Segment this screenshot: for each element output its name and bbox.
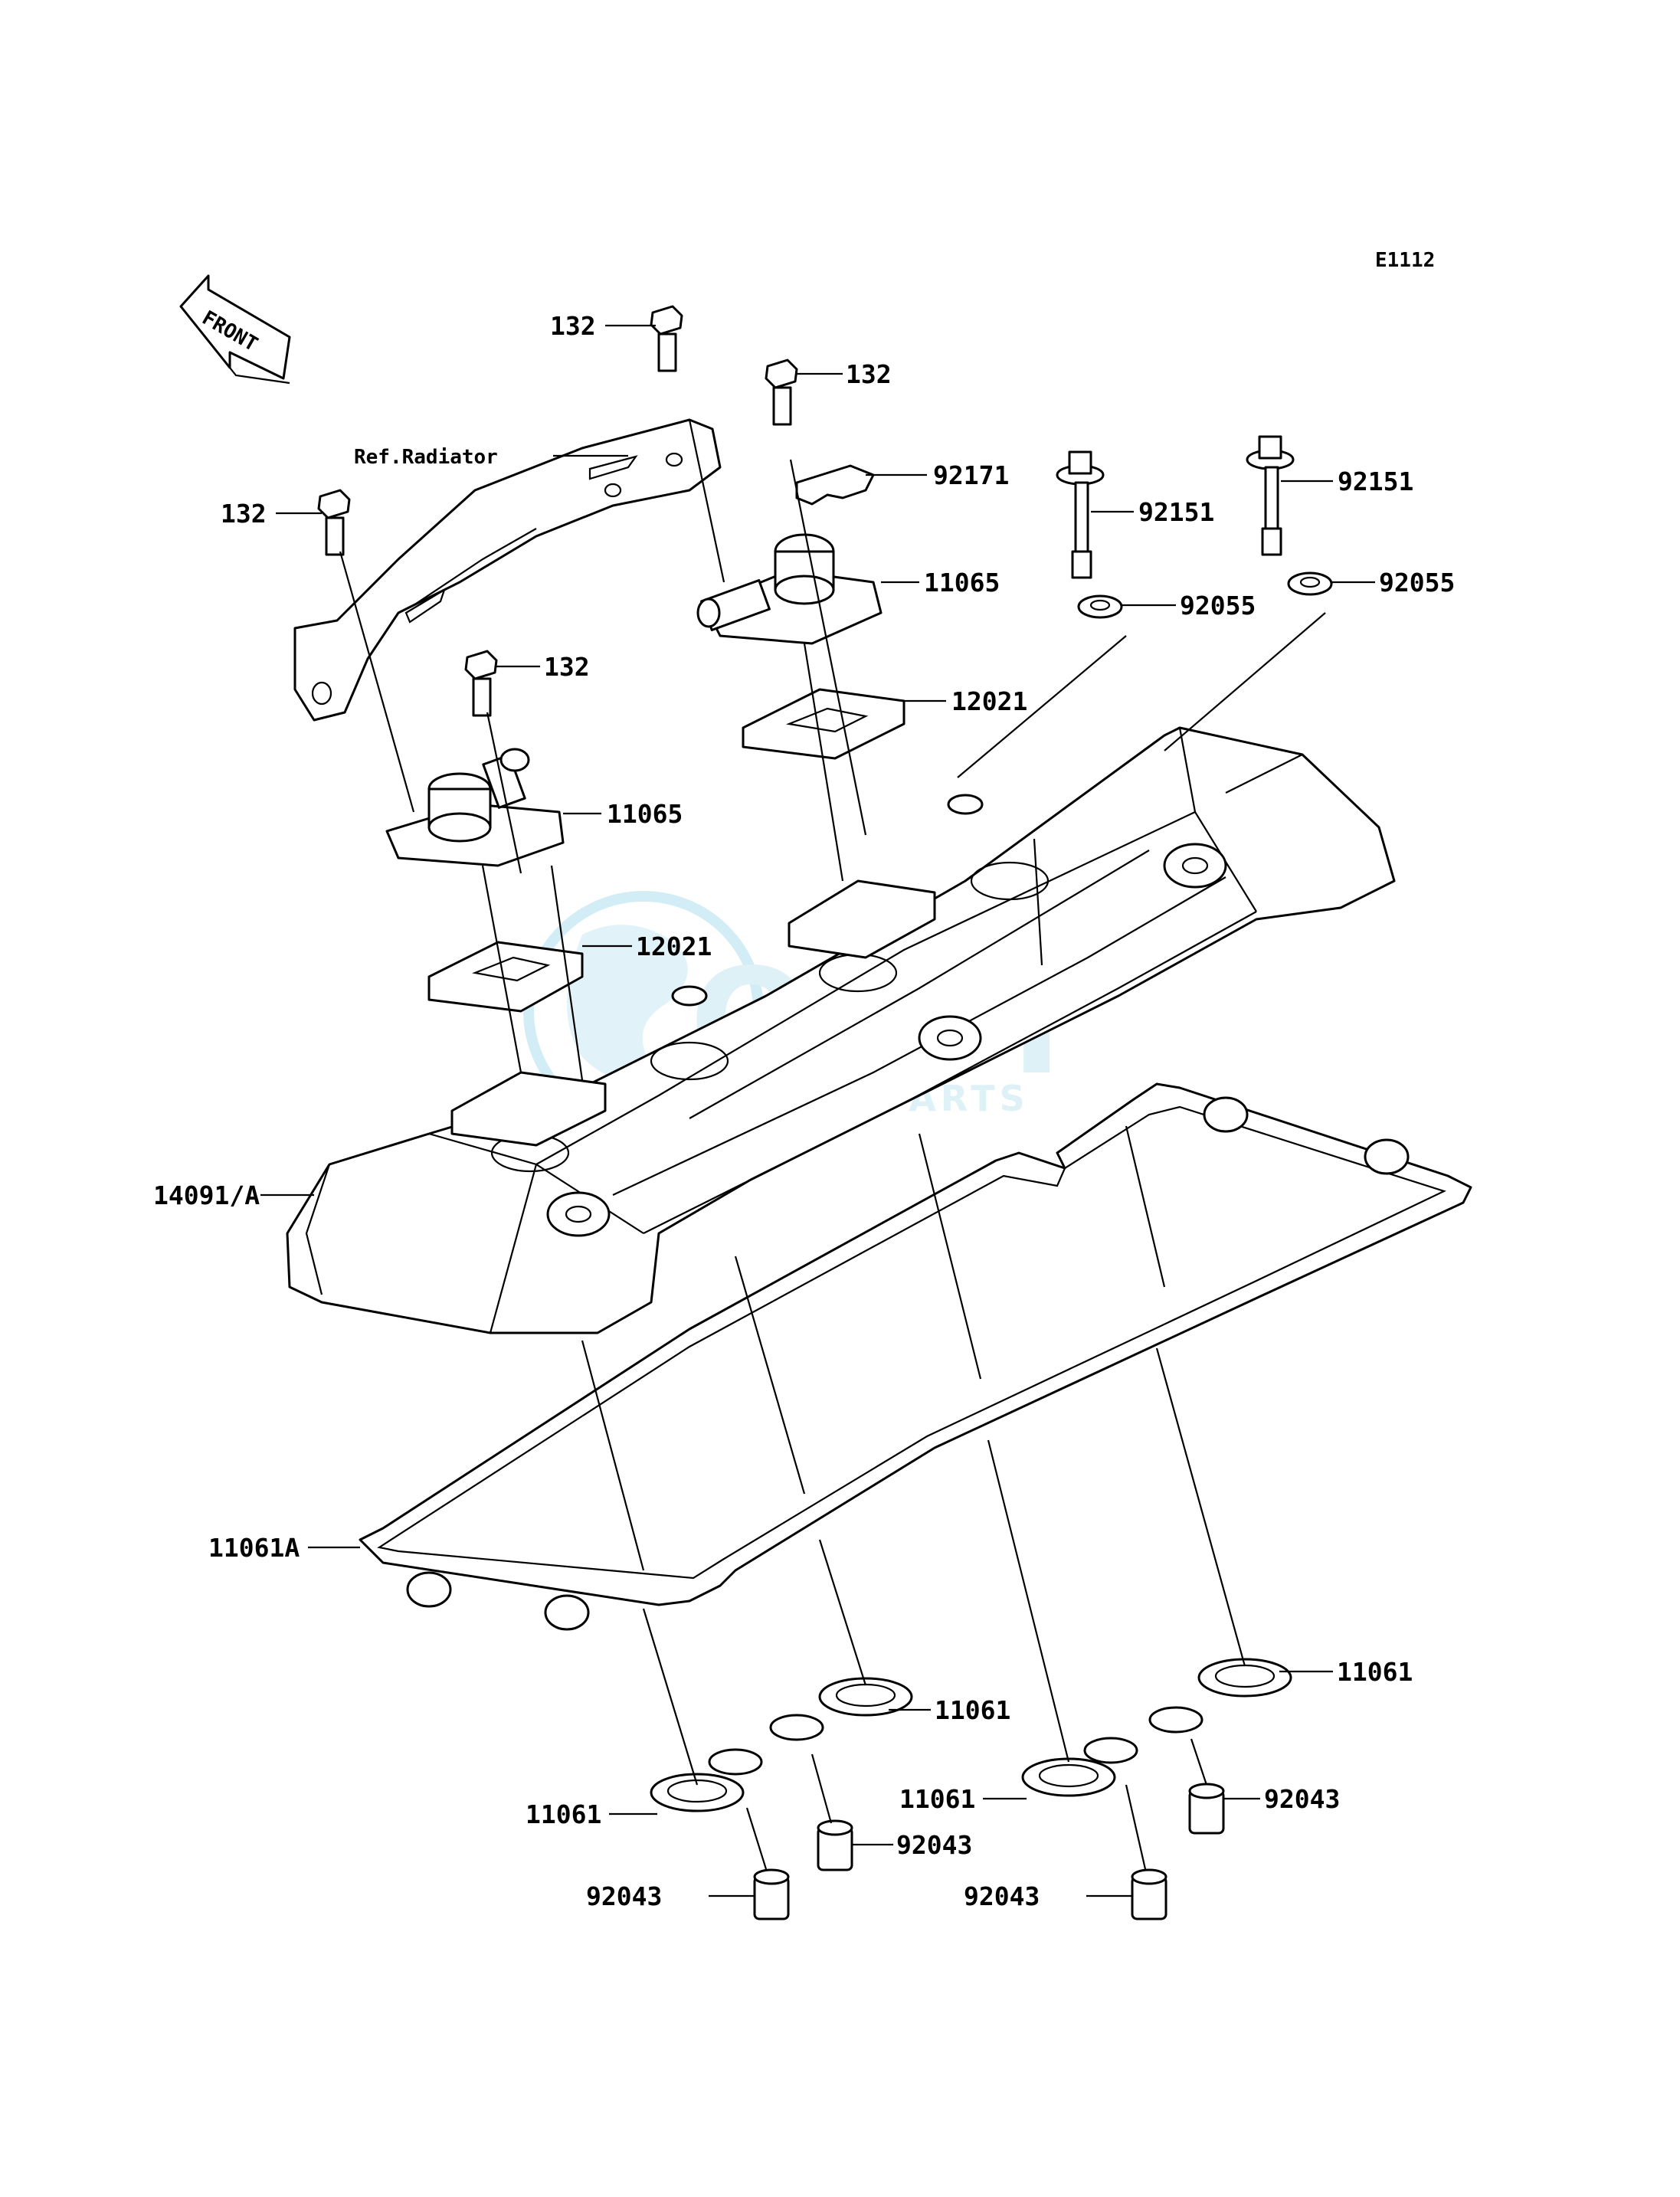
diagram-code: E1112 — [1375, 249, 1435, 272]
reed-gasket-upper — [742, 688, 905, 760]
label-132-lower: 132 — [544, 652, 590, 682]
label-11065-lower: 11065 — [607, 799, 683, 829]
head-cover-gasket — [359, 1082, 1472, 1631]
label-132-left: 132 — [221, 499, 267, 529]
label-92043-2: 92043 — [896, 1830, 972, 1860]
label-11061-3: 11061 — [899, 1784, 975, 1814]
radiator-bracket — [293, 418, 722, 722]
watermark-globe-land — [567, 925, 688, 1079]
label-11061A: 11061A — [208, 1533, 300, 1563]
label-92043-1: 92043 — [586, 1881, 662, 1911]
bolt-132-lower — [464, 650, 498, 717]
label-12021-upper: 12021 — [951, 686, 1027, 716]
label-92043-4: 92043 — [1264, 1784, 1340, 1814]
label-11065-upper: 11065 — [924, 568, 1000, 598]
label-132-top: 132 — [550, 311, 596, 341]
label-92151-left: 92151 — [1138, 497, 1214, 527]
plug-gasket-3 — [1021, 1757, 1116, 1797]
cylinder-head-cover — [286, 726, 1396, 1334]
bolt-92151-right — [1246, 435, 1295, 556]
breather-cover-upper — [696, 533, 883, 645]
callout-labels: 132 132 132 132 Ref.Radiator 92171 92151… — [153, 311, 1455, 1911]
collar-92043-2 — [817, 1819, 853, 1871]
collar-92043-4 — [1188, 1783, 1225, 1835]
label-12021-lower: 12021 — [636, 932, 712, 961]
label-ref-radiator: Ref.Radiator — [354, 446, 498, 469]
washer-92055-left — [1077, 594, 1123, 619]
bolt-132-left — [317, 489, 351, 556]
collar-92043-3 — [1131, 1868, 1167, 1920]
label-11061-4: 11061 — [1337, 1657, 1413, 1687]
bracket-92171 — [795, 464, 875, 506]
label-11061-1: 11061 — [526, 1799, 601, 1829]
bolt-132-mid — [765, 359, 798, 426]
label-11061-2: 11061 — [935, 1695, 1010, 1725]
plug-gasket-1 — [650, 1773, 745, 1812]
label-92043-3: 92043 — [964, 1881, 1040, 1911]
label-14091A: 14091/A — [153, 1180, 260, 1210]
front-arrow-icon: FRONT — [179, 274, 291, 385]
bolt-132-top — [650, 305, 683, 372]
collar-92043-1 — [753, 1868, 790, 1920]
plug-gasket-2 — [818, 1677, 913, 1717]
label-92171: 92171 — [933, 460, 1009, 490]
small-seals — [708, 1706, 1204, 1776]
reed-gasket-lower — [427, 941, 584, 1013]
plug-gasket-4 — [1197, 1658, 1292, 1698]
label-92055-right: 92055 — [1379, 568, 1455, 598]
label-92055-left: 92055 — [1180, 591, 1256, 620]
label-92151-right: 92151 — [1338, 467, 1413, 496]
washer-92055-right — [1287, 571, 1333, 596]
label-132-mid: 132 — [846, 359, 892, 389]
bolt-92151-left — [1056, 450, 1105, 579]
breather-cover-lower — [385, 748, 565, 867]
assembly-lines — [339, 419, 1326, 1870]
